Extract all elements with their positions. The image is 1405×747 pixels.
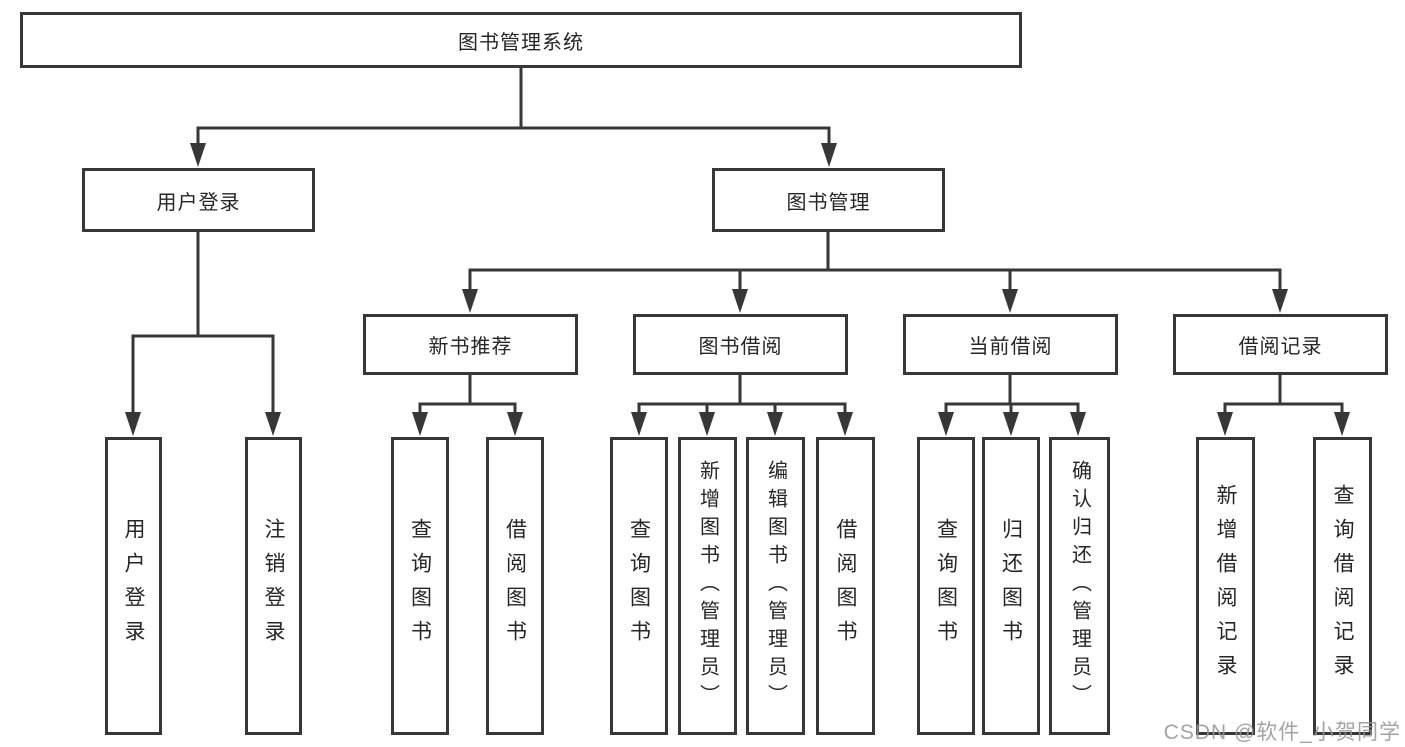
node-library-management-system: 图书管理系统 — [20, 12, 1022, 68]
leaf-label: 注销登录 — [262, 518, 285, 654]
node-new-book-recommend: 新书推荐 — [363, 314, 578, 375]
leaf-label: 借阅图书 — [834, 518, 857, 654]
leaf-confirm-return-admin: 确认归还（管理员） — [1049, 437, 1110, 735]
node-label: 图书借阅 — [698, 336, 783, 358]
leaf-label: 查询图书 — [627, 518, 651, 654]
node-label: 图书管理 — [786, 191, 871, 214]
leaf-label: 查询图书 — [408, 518, 432, 654]
leaf-user-login: 用户登录 — [105, 437, 162, 735]
node-book-borrowing: 图书借阅 — [633, 314, 848, 375]
leaf-borrow-books-borrowing: 借阅图书 — [816, 437, 875, 735]
leaf-query-borrow-record: 查询借阅记录 — [1313, 437, 1372, 735]
watermark: CSDN @软件_小贺同学 — [1163, 721, 1401, 744]
node-label: 借阅记录 — [1238, 336, 1323, 358]
leaf-label: 借阅图书 — [503, 518, 527, 654]
leaf-label: 编辑图书（管理员） — [764, 460, 787, 712]
leaf-query-books-recommend: 查询图书 — [391, 437, 449, 735]
node-book-management: 图书管理 — [712, 168, 945, 232]
leaf-label: 归还图书 — [999, 518, 1023, 654]
leaf-borrow-books-recommend: 借阅图书 — [486, 437, 544, 735]
leaf-label: 新增借阅记录 — [1214, 484, 1237, 688]
leaf-label: 确认归还（管理员） — [1068, 460, 1091, 712]
leaf-label: 用户登录 — [122, 518, 145, 654]
node-label: 图书管理系统 — [458, 31, 584, 54]
leaf-logout: 注销登录 — [245, 437, 302, 735]
node-current-borrowing: 当前借阅 — [903, 314, 1118, 375]
leaf-label: 新增图书（管理员） — [696, 460, 719, 712]
node-label: 当前借阅 — [968, 336, 1053, 358]
node-label: 新书推荐 — [428, 336, 513, 358]
node-borrowing-records: 借阅记录 — [1173, 314, 1388, 375]
leaf-label: 查询借阅记录 — [1331, 484, 1354, 688]
leaf-query-books-current: 查询图书 — [917, 437, 975, 735]
leaf-add-books-admin: 新增图书（管理员） — [678, 437, 737, 735]
leaf-add-borrow-record: 新增借阅记录 — [1196, 437, 1255, 735]
leaf-query-books-borrowing: 查询图书 — [610, 437, 668, 735]
leaf-return-books: 归还图书 — [982, 437, 1040, 735]
leaf-label: 查询图书 — [934, 518, 958, 654]
leaf-edit-books-admin: 编辑图书（管理员） — [746, 437, 805, 735]
node-user-login: 用户登录 — [82, 168, 315, 232]
node-label: 用户登录 — [156, 191, 241, 214]
